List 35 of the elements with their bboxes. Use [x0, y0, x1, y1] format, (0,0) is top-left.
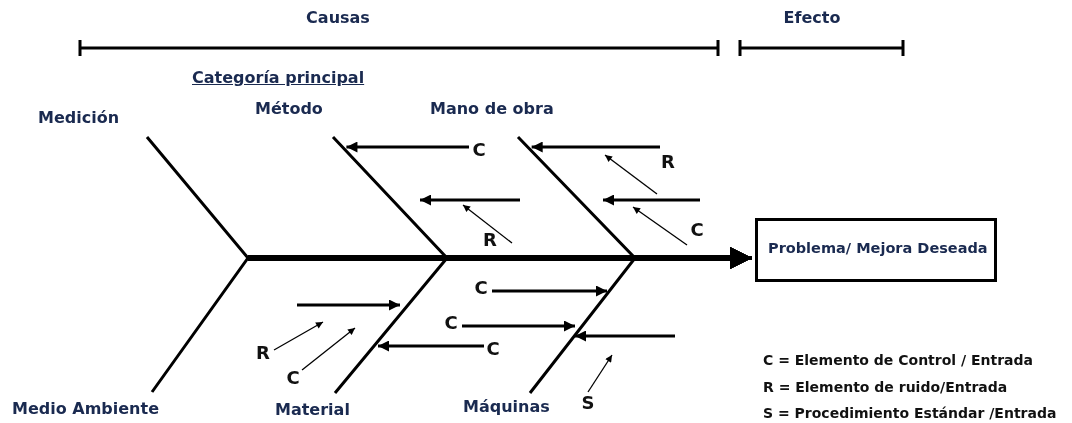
category-label: Medición: [38, 108, 120, 128]
arrow: [346, 141, 469, 153]
arrow: [301, 327, 356, 371]
input-letter: R: [661, 151, 675, 173]
effect-box: [755, 218, 997, 282]
category-label: Método: [255, 99, 323, 119]
arrow: [531, 141, 660, 153]
arrow: [462, 320, 575, 332]
underlined-heading: Categoría principal: [192, 68, 365, 88]
section-heading: Efecto: [783, 8, 841, 28]
input-letter: C: [486, 338, 500, 360]
category-label: Medio Ambiente: [12, 399, 159, 419]
input-letter: C: [690, 219, 704, 241]
arrow: [587, 354, 613, 393]
input-letter: R: [483, 229, 497, 251]
arrow: [378, 340, 484, 352]
category-label: Material: [275, 400, 350, 420]
arrow: [462, 204, 513, 244]
section-heading: Causas: [306, 8, 370, 28]
legend-text: S = Procedimiento Estándar /Entrada: [763, 405, 1057, 422]
input-letter: S: [581, 392, 595, 414]
input-letter: R: [256, 342, 270, 364]
effect-text: Problema/ Mejora Deseada: [768, 240, 988, 258]
input-letter: C: [444, 312, 458, 334]
arrow: [492, 285, 607, 297]
arrow: [273, 321, 324, 351]
fish-bone: [528, 247, 752, 394]
category-label: Mano de obra: [430, 99, 554, 119]
input-letter: C: [286, 367, 300, 389]
input-letter: C: [474, 277, 488, 299]
legend-text: R = Elemento de ruido/Entrada: [763, 379, 1008, 396]
input-letter: C: [472, 139, 486, 161]
arrow: [632, 206, 688, 246]
category-label: Máquinas: [463, 397, 550, 417]
legend-text: C = Elemento de Control / Entrada: [763, 352, 1033, 369]
